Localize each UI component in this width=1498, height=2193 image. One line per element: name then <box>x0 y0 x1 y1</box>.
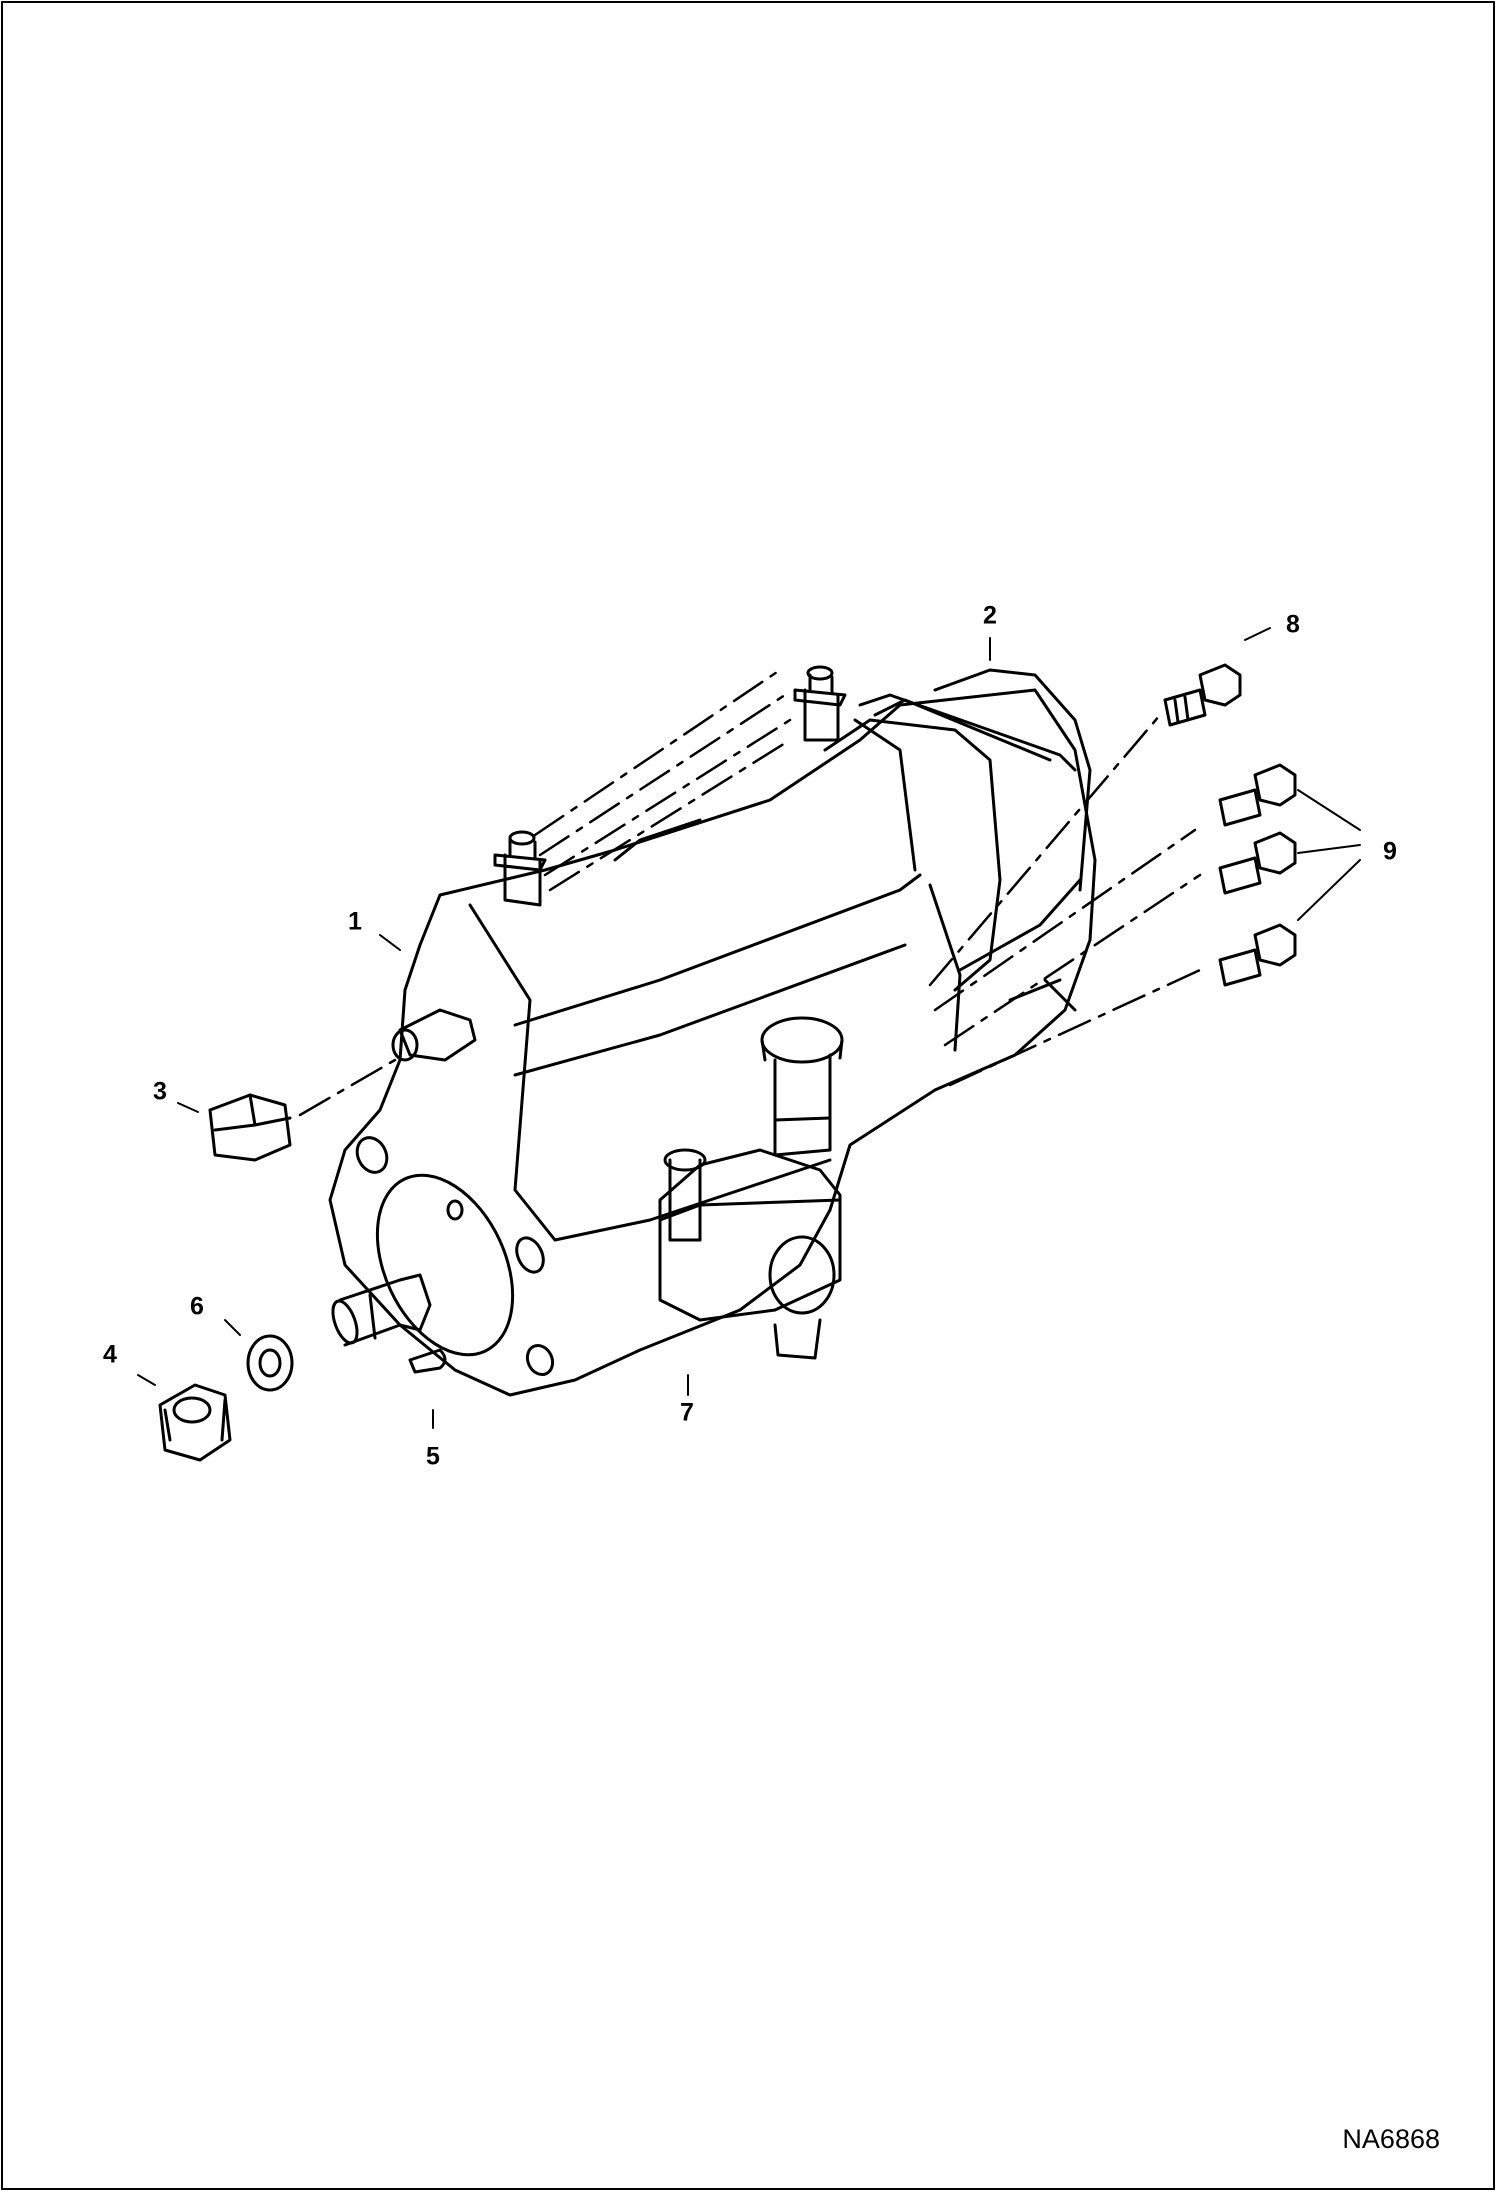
pump-housing <box>328 688 1097 1397</box>
end-cover-gasket <box>858 668 1092 1012</box>
callout-1: 1 <box>348 907 362 936</box>
washer-part <box>246 1334 294 1392</box>
callout-7: 7 <box>680 1398 694 1427</box>
callout-9: 9 <box>1383 837 1397 866</box>
nut-part <box>158 1383 232 1462</box>
side-fitting <box>391 1008 477 1062</box>
bolts-part-9 <box>1218 763 1297 987</box>
callout-2: 2 <box>983 601 997 630</box>
callout-3: 3 <box>153 1077 167 1106</box>
delivery-valves <box>493 665 847 907</box>
bolt-part-8 <box>1163 663 1242 727</box>
callout-leaders <box>137 627 1361 1429</box>
callout-5: 5 <box>426 1442 440 1471</box>
key-part <box>408 1348 447 1374</box>
cap-part <box>208 1093 292 1162</box>
alignment-dashed-lines <box>298 668 1202 1117</box>
figure-id: NA6868 <box>1342 2124 1440 2154</box>
callout-4: 4 <box>103 1340 117 1369</box>
callout-8: 8 <box>1286 610 1300 639</box>
callout-6: 6 <box>190 1292 204 1321</box>
feed-pump <box>658 1016 844 1360</box>
